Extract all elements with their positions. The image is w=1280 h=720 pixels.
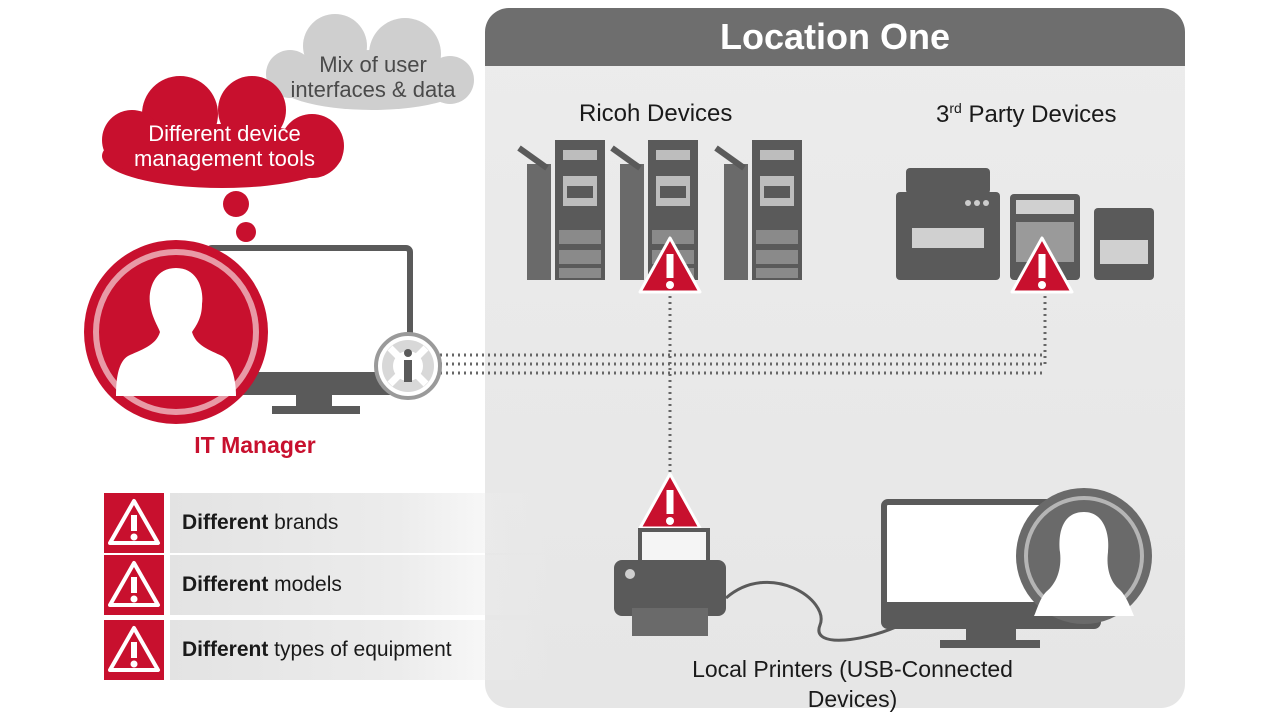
third-party-num: 3 (936, 101, 950, 128)
warning-icon (104, 555, 164, 615)
location-panel: Location One (485, 8, 1185, 708)
end-user-avatar (1016, 488, 1152, 624)
red-cloud-icon (102, 76, 344, 242)
warning-bold: Different (182, 573, 269, 596)
warning-text: Different types of equipment (182, 620, 452, 680)
gray-cloud-text: Mix of user interfaces & data (268, 52, 478, 102)
warning-row-brands: Different brands (104, 493, 550, 553)
gray-cloud-line-2: interfaces & data (290, 77, 456, 102)
ricoh-printer-2 (612, 140, 698, 280)
ricoh-printer-3 (716, 140, 802, 280)
ricoh-devices-label: Ricoh Devices (579, 100, 733, 127)
warning-bold: Different (182, 638, 269, 661)
warning-text: Different brands (182, 493, 338, 553)
gray-cloud-line-1: Mix of user (319, 52, 427, 77)
panel-title: Location One (485, 8, 1185, 66)
third-party-rest: Party Devices (961, 101, 1117, 128)
it-manager-avatar (84, 240, 268, 424)
warning-icon (638, 472, 702, 530)
warning-row-models: Different models (104, 555, 550, 615)
warning-bold: Different (182, 511, 269, 534)
third-party-sup: rd (949, 100, 962, 116)
local-printer-icon (614, 528, 726, 636)
connection-lines (440, 290, 1047, 485)
warning-text: Different models (182, 555, 342, 615)
warning-bar (170, 493, 550, 553)
warning-icon (104, 620, 164, 680)
third-party-printer-small (1094, 208, 1154, 280)
red-cloud-line-1: Different device (148, 121, 301, 146)
warning-bar (170, 620, 550, 680)
gray-cloud-icon (266, 14, 474, 110)
red-cloud-line-2: management tools (134, 146, 315, 171)
warning-rest: types of equipment (268, 638, 452, 661)
info-hub-icon[interactable] (374, 332, 442, 400)
it-manager-label: IT Manager (194, 432, 316, 458)
warning-icon (104, 493, 164, 553)
red-cloud-text: Different device management tools (112, 121, 337, 171)
local-printers-label: Local Printers (USB-Connected Devices) (692, 656, 1013, 712)
third-party-printer-large (896, 168, 1000, 280)
warning-row-equipment: Different types of equipment (104, 620, 550, 680)
warning-rest: brands (268, 511, 339, 534)
warning-bar (170, 555, 550, 615)
warning-rest: models (268, 573, 342, 596)
third-party-devices-label: 3rd Party Devices (936, 100, 1117, 129)
ricoh-printer-1 (519, 140, 605, 280)
